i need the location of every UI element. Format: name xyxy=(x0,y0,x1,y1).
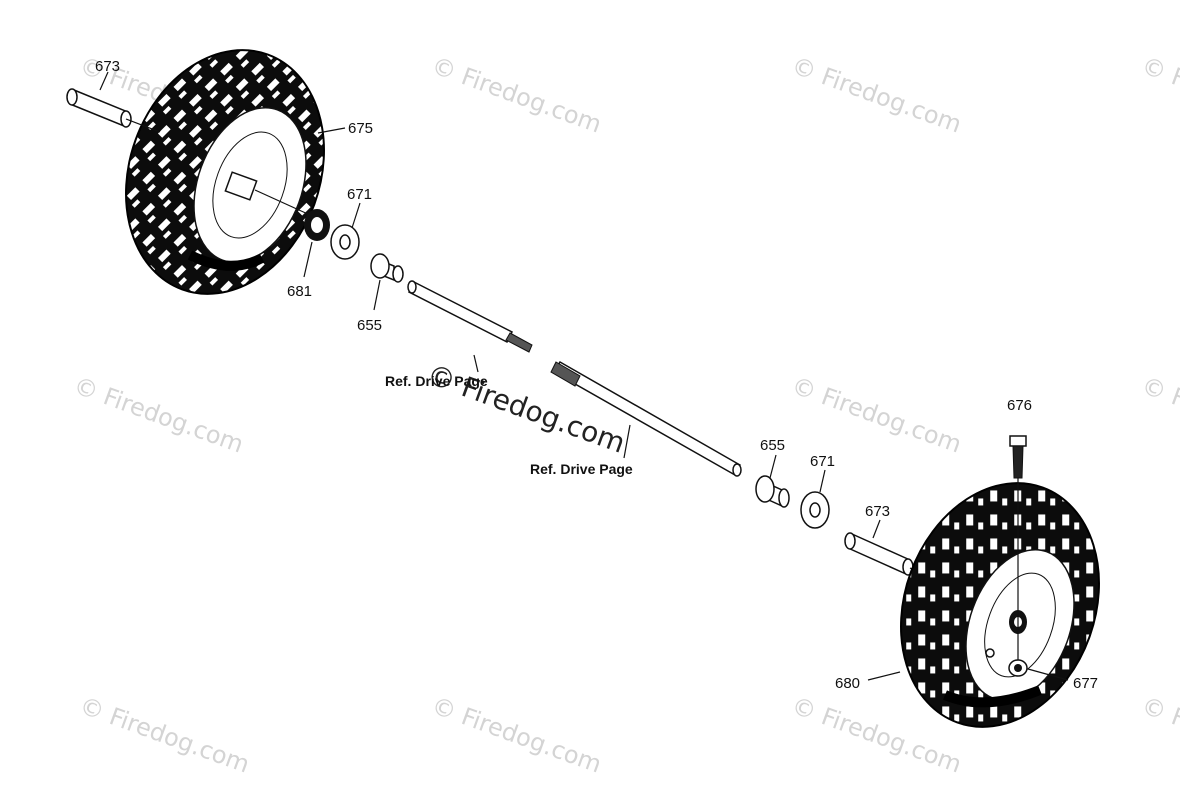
callout-675: 675 xyxy=(348,120,373,137)
right-wheel-680 xyxy=(900,482,1100,728)
spacer-673-top xyxy=(66,88,161,133)
bearing-681 xyxy=(304,209,330,241)
callout-655-top: 655 xyxy=(357,317,382,334)
watermark: © Firedog.com xyxy=(76,691,253,778)
callout-673-bottom: 673 xyxy=(865,503,890,520)
ref-drive-page-right: Ref. Drive Page xyxy=(530,461,633,477)
callout-680: 680 xyxy=(835,675,860,692)
watermark: © Firedog.com xyxy=(428,51,605,138)
watermark: © Firedog.com xyxy=(788,51,965,138)
washer-671-bottom xyxy=(800,491,830,529)
bushing-655-bottom xyxy=(755,475,790,508)
bushing-655-top xyxy=(370,253,404,283)
watermark: © Firedog.com xyxy=(428,691,605,778)
watermark: © Firedog.com xyxy=(70,371,247,458)
callout-673-top: 673 xyxy=(95,58,120,75)
callout-681: 681 xyxy=(287,283,312,300)
washer-671-top xyxy=(330,224,360,260)
axle-centerline-left xyxy=(254,189,311,216)
watermark: © Firedog.com xyxy=(1138,51,1180,138)
axle-shaft-right xyxy=(550,360,742,477)
callout-677: 677 xyxy=(1073,675,1098,692)
ref-drive-page-left: Ref. Drive Page xyxy=(385,373,488,389)
callout-676: 676 xyxy=(1007,397,1032,414)
callout-671-bottom: 671 xyxy=(810,453,835,470)
bolt-676 xyxy=(1009,435,1027,665)
nut-677 xyxy=(1008,659,1028,677)
axle-shaft-left xyxy=(407,280,533,353)
callout-655-bottom: 655 xyxy=(760,437,785,454)
leader-lines xyxy=(99,71,1069,681)
spacer-673-bottom xyxy=(844,532,931,579)
left-wheel-675 xyxy=(125,49,325,295)
watermark: © Firedog.com xyxy=(1138,371,1180,458)
callout-671-top: 671 xyxy=(347,186,372,203)
watermark: © Firedog.com xyxy=(1138,691,1180,778)
watermark: © Firedog.com xyxy=(788,371,965,458)
